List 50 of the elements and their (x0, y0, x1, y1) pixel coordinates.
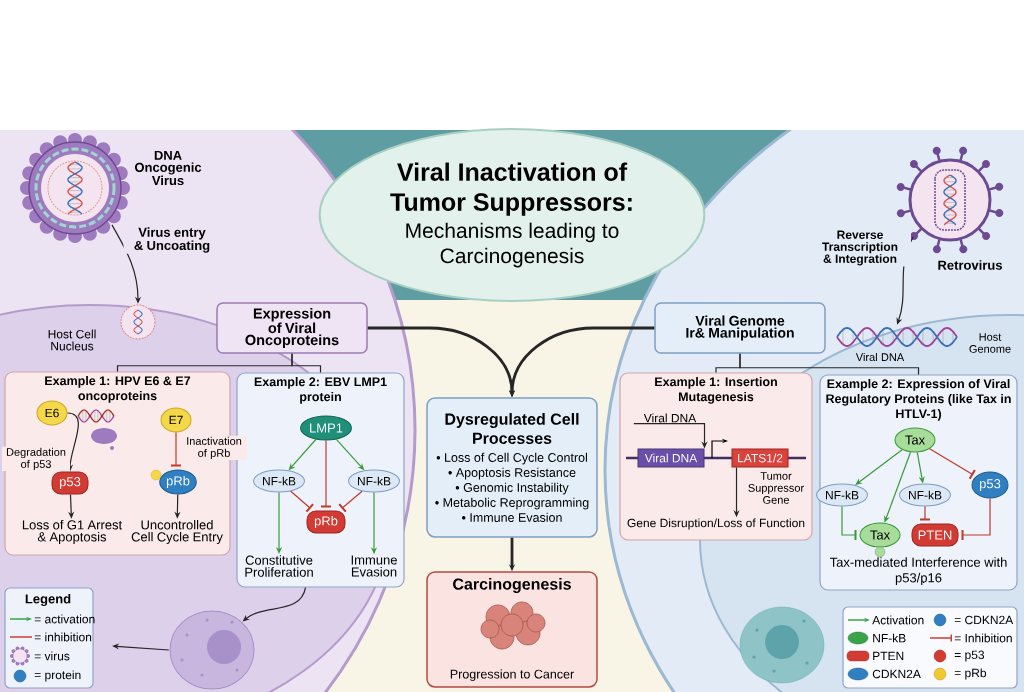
legend-text: PTEN (873, 651, 904, 661)
outcome-label: Loss of G1 Arrest & Apoptosis (22, 519, 123, 545)
outcome-label: Constitutive Proliferation (245, 555, 313, 577)
inhibition-line (929, 448, 976, 479)
edge-label: Virus entry & Uncoating (123, 226, 221, 254)
outcome-label: Immune Evasion (351, 555, 397, 577)
protein-pill: p53 (51, 471, 89, 495)
caption-text: Tumor Suppressor Gene (748, 472, 804, 504)
process-box: Expression of Viral Oncoproteins (216, 302, 368, 354)
process-box: Dysregulated Cell Processes • Loss of Cell Cycle Control • Apoptosis Resistance • Genomic Instability • Metabolic Reprogramming • Immune Evasion (426, 397, 598, 538)
legend-text: = p53 (954, 650, 985, 662)
protein-pill: pRb (306, 510, 346, 534)
protein-pill: PTEN (911, 523, 959, 547)
edge-label: Reverse Transcription & Integration (809, 229, 911, 267)
dna-segment: Viral DNA (637, 448, 705, 468)
outcome-label: Gene Disruption/Loss of Function (627, 518, 805, 530)
virus-drawing (120, 304, 156, 340)
edge-label: Inactivation of pRb (181, 435, 247, 461)
legend-text: CDKN2A (872, 669, 921, 679)
legend-text: = CDKN2A (954, 615, 1014, 625)
inhibition-line (321, 439, 331, 508)
legend-text: Activation (872, 615, 924, 625)
legend-text: = activation (34, 614, 95, 624)
text-label: Host Cell Nucleus (48, 329, 96, 351)
inhibition-line (290, 490, 314, 513)
heading: Legend (25, 593, 71, 607)
legend-text: = Inhibition (954, 633, 1012, 643)
outcome-label: Uncontrolled Cell Cycle Entry (131, 519, 223, 545)
legend-text: = pRb (954, 668, 987, 680)
caption-text: Retrovirus (938, 260, 1002, 270)
legend-text: = virus (34, 651, 70, 661)
legend-text: = protein (34, 670, 81, 682)
dna-helix-drawing (836, 327, 958, 347)
caption-text: DNA Oncogenic Virus (134, 150, 202, 186)
edge-label: Degradation of p53 (2, 446, 70, 472)
legend-text: NF-kB (873, 633, 906, 643)
caption-text: Viral DNA (855, 352, 905, 362)
inhibition-line (920, 505, 930, 521)
dna-label: Viral DNA (643, 413, 697, 423)
virus-drawing (20, 133, 130, 243)
inhibition-line (961, 497, 991, 540)
inhibition-line (171, 431, 181, 467)
process-box: Viral Genome Ir& Manipulation (654, 302, 826, 354)
inhibition-line (841, 505, 857, 540)
legend-text: = inhibition (34, 632, 92, 642)
virus-drawing (896, 146, 1004, 254)
cell-drawing (169, 610, 255, 690)
gene-segment: LATS1/2 (731, 448, 789, 468)
inhibition-line (338, 490, 363, 513)
text-label: Host Genome (969, 333, 1011, 353)
